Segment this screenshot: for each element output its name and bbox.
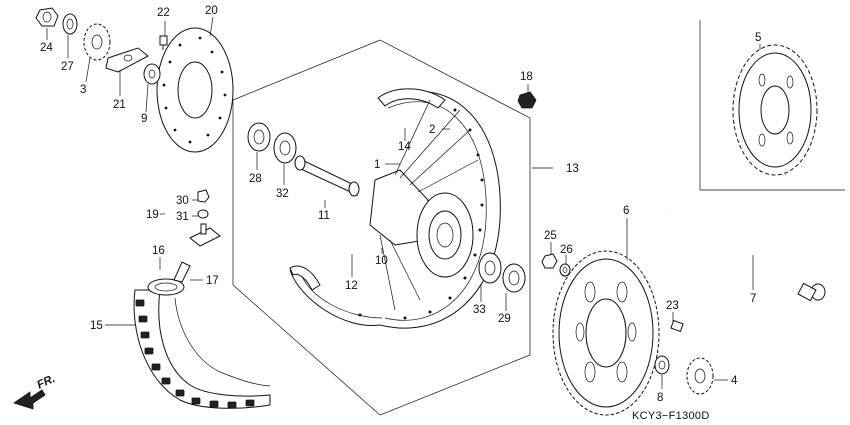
label-16: 16 (152, 245, 165, 257)
label-22: 22 (157, 7, 170, 19)
axle-drawing (667, 208, 826, 302)
label-33: 33 (473, 304, 486, 316)
direction-label: FR. (35, 373, 57, 392)
label-18: 18 (520, 71, 533, 83)
label-2: 2 (429, 124, 435, 136)
bearings-drawing (247, 122, 526, 293)
label-3: 3 (80, 84, 86, 96)
label-21: 21 (113, 99, 126, 111)
label-7: 7 (750, 293, 756, 305)
valve-parts-drawing (189, 189, 221, 247)
sprocket-drawing (552, 250, 660, 416)
top-left-hardware-drawing (35, 7, 168, 85)
label-17: 17 (206, 275, 219, 287)
label-15: 15 (90, 320, 103, 332)
label-30: 30 (176, 195, 189, 207)
nut-18-drawing (517, 91, 537, 109)
label-24: 24 (40, 42, 53, 54)
label-19: 19 (146, 209, 159, 221)
label-13: 13 (566, 163, 579, 175)
nut-washer-25-26-drawing (541, 253, 571, 277)
label-12: 12 (345, 280, 358, 292)
label-4: 4 (731, 375, 738, 387)
diagram-code: KCY3−F1300D (632, 410, 710, 422)
label-1: 1 (374, 159, 380, 171)
label-8: 8 (657, 392, 663, 404)
leader-lines (46, 16, 761, 389)
label-20: 20 (205, 5, 218, 17)
label-27: 27 (61, 61, 74, 73)
label-32: 32 (276, 188, 289, 200)
right-hardware-drawing (654, 319, 714, 395)
label-14: 14 (398, 141, 411, 153)
brake-disc-drawing (156, 27, 234, 153)
label-10: 10 (375, 255, 388, 267)
label-23: 23 (666, 300, 679, 312)
label-29: 29 (498, 313, 511, 325)
part-labels: 24 27 3 21 9 22 20 18 2 14 1 13 28 32 11… (40, 5, 761, 404)
label-11: 11 (318, 210, 330, 222)
label-28: 28 (249, 173, 262, 185)
tire-drawing (133, 261, 271, 409)
inset-sprocket-drawing (732, 44, 818, 176)
label-6: 6 (623, 205, 629, 217)
hub-drawing (369, 99, 479, 311)
label-9: 9 (141, 113, 147, 125)
label-5: 5 (755, 32, 761, 44)
label-31: 31 (176, 211, 189, 223)
front-direction-arrow: FR. (13, 373, 57, 410)
collar-drawing (294, 155, 360, 197)
sprocket-inset-box (699, 20, 845, 191)
label-26: 26 (560, 244, 573, 256)
label-25: 25 (544, 230, 557, 242)
rim-strip-drawing (289, 88, 446, 291)
